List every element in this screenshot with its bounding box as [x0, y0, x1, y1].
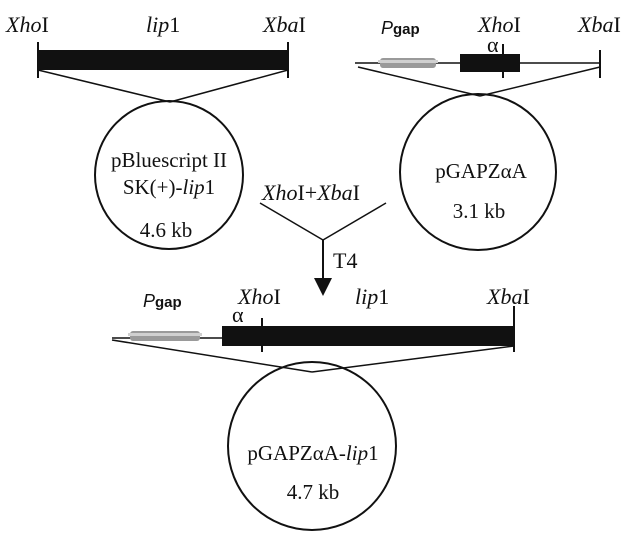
- xhoi-label-bottom: XhoI: [237, 284, 281, 309]
- xhoi-label-top-right: XhoI: [477, 12, 521, 37]
- lip1-insert-map: [37, 42, 289, 103]
- digest-join-line-right: [322, 202, 387, 241]
- alpha-label-bottom: α: [232, 302, 244, 327]
- vector-fan-line-left: [357, 66, 481, 97]
- pbluescript-name-line1: pBluescript II: [111, 148, 227, 172]
- xbai-label-bottom: XbaI: [486, 284, 530, 309]
- insert-fan-line-right: [169, 69, 289, 103]
- insert-fan-line-left: [37, 69, 171, 103]
- vector-map: [355, 44, 601, 97]
- alpha-label-top: α: [487, 32, 499, 57]
- recombinant-fan-line-right: [311, 345, 515, 373]
- xbai-label-top-right: XbaI: [577, 12, 621, 37]
- digest-join-line-left: [259, 202, 324, 241]
- xhoi-label-top-left: XhoI: [5, 12, 49, 37]
- alpha-factor-bar: [460, 54, 520, 72]
- recombinant-map: [111, 306, 515, 373]
- lip1-label-top: lip1: [146, 12, 180, 37]
- pbluescript-plasmid-circle: [94, 100, 244, 250]
- recombinant-plasmid-circle: [227, 361, 397, 531]
- pgap-label-bottom: Pgap: [143, 291, 182, 311]
- ligation-arrow-head: [314, 278, 332, 296]
- t4-ligase-label: T4: [333, 248, 357, 273]
- alpha-lip1-fusion-bar: [222, 326, 514, 346]
- lip1-insert-bar: [38, 50, 288, 70]
- pgapzaa-size: 3.1 kb: [453, 199, 506, 223]
- pgap-label-top: Pgap: [381, 18, 420, 38]
- recombinant-fan-line-left: [111, 339, 313, 373]
- pgapzaa-name: pGAPZαA: [435, 159, 527, 183]
- recombinant-plasmid-size: 4.7 kb: [287, 480, 340, 504]
- vector-fan-line-right: [479, 66, 601, 97]
- lip1-label-bottom: lip1: [355, 284, 389, 309]
- recombinant-plasmid-name: pGAPZαA-lip1: [247, 441, 378, 465]
- pbluescript-name-line2: SK(+)-lip1: [123, 175, 215, 199]
- pbluescript-size: 4.6 kb: [140, 218, 193, 242]
- xbai-label-top-left: XbaI: [262, 12, 306, 37]
- pgapzaa-plasmid-circle: [399, 93, 557, 251]
- digest-enzymes-label: XhoI+XbaI: [261, 180, 360, 205]
